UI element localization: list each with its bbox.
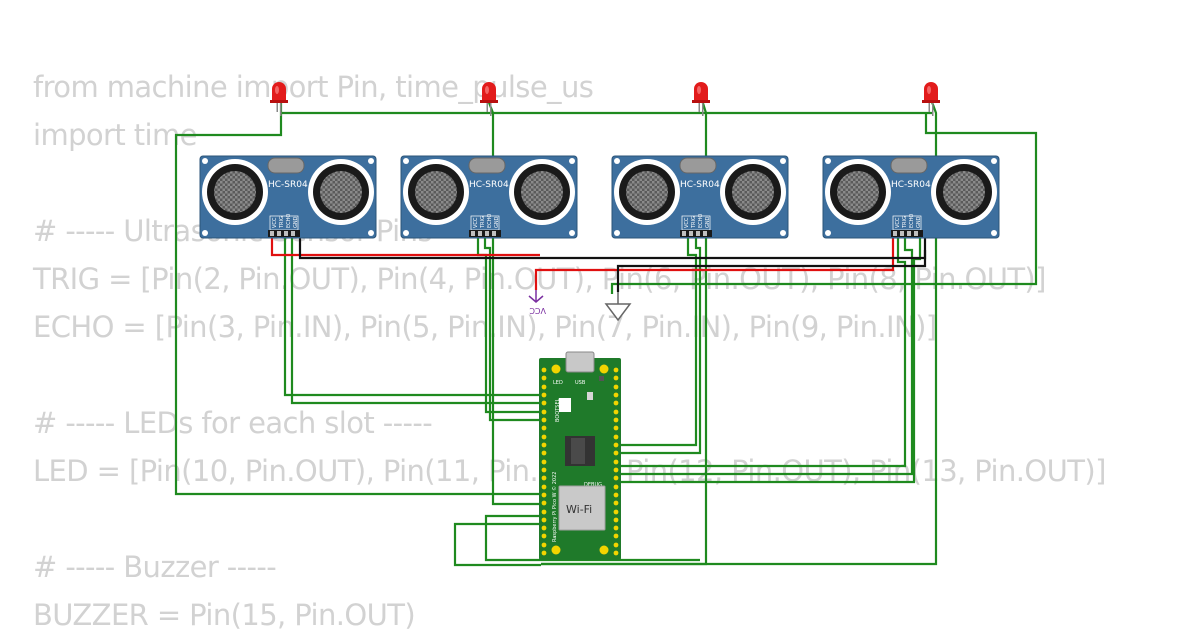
pico-w-board[interactable]: LED USB BOOTSEL DEBUG Raspberry Pi Pico … xyxy=(539,351,621,560)
sensor-4-pin-echo: ECHO xyxy=(909,214,915,228)
code-line-12: BUZZER = Pin(15, Pin.OUT) xyxy=(33,598,416,632)
code-line-11: # ----- Buzzer ----- xyxy=(33,550,277,584)
sensor-3-label: HC-SR04 xyxy=(680,180,720,190)
ultrasonic-sensor-2[interactable]: HC-SR04 VCC TRIG ECHO GND xyxy=(400,155,578,239)
sensor-1-pin-echo: ECHO xyxy=(286,214,292,228)
code-line-8: # ----- LEDs for each slot ----- xyxy=(33,406,433,440)
pico-board-label: Raspberry Pi Pico W © 2022 xyxy=(551,472,558,542)
sensor-2-label: HC-SR04 xyxy=(469,180,509,190)
sensor-4-pin-vcc: VCC xyxy=(895,217,901,228)
sensor-1-label: HC-SR04 xyxy=(268,180,308,190)
sensor-1-pin-vcc: VCC xyxy=(272,217,278,228)
ultrasonic-sensor-1[interactable]: HC-SR04 VCC TRIG ECHO GND xyxy=(199,155,377,239)
vcc-label: VCC xyxy=(529,306,546,315)
sensor-3-pin-gnd: GND xyxy=(705,216,711,228)
vcc-symbol[interactable]: VCC xyxy=(528,290,546,315)
sensor-1-pin-trig: TRIG xyxy=(279,216,285,229)
sensor-3-pin-echo: ECHO xyxy=(698,214,704,228)
led-3[interactable] xyxy=(692,82,710,116)
sensor-3-pin-vcc: VCC xyxy=(684,217,690,228)
led-4[interactable] xyxy=(922,82,940,116)
pico-bootsel-label: BOOTSEL xyxy=(555,398,561,422)
ground-symbol[interactable] xyxy=(604,292,632,322)
code-line-6: ECHO = [Pin(3, Pin.IN), Pin(5, Pin.IN), … xyxy=(33,310,937,344)
ultrasonic-sensor-4[interactable]: HC-SR04 VCC TRIG ECHO GND xyxy=(822,155,1000,239)
sensor-1-pin-gnd: GND xyxy=(293,216,299,228)
pico-led-label: LED xyxy=(553,380,563,386)
led-2[interactable] xyxy=(480,82,498,116)
pico-wifi-label: Wi-Fi xyxy=(566,503,592,516)
pico-usb-label: USB xyxy=(575,380,586,386)
sensor-4-pin-gnd: GND xyxy=(916,216,922,228)
sensor-4-label: HC-SR04 xyxy=(891,180,931,190)
sensor-2-pin-trig: TRIG xyxy=(480,216,486,229)
sensor-2-pin-echo: ECHO xyxy=(487,214,493,228)
led-1[interactable] xyxy=(270,82,288,116)
sensor-2-pin-vcc: VCC xyxy=(473,217,479,228)
pico-debug-label: DEBUG xyxy=(584,482,602,488)
sensor-2-pin-gnd: GND xyxy=(494,216,500,228)
sensor-4-pin-trig: TRIG xyxy=(902,216,908,229)
sensor-3-pin-trig: TRIG xyxy=(691,216,697,229)
ultrasonic-sensor-3[interactable]: HC-SR04 VCC TRIG ECHO GND xyxy=(611,155,789,239)
